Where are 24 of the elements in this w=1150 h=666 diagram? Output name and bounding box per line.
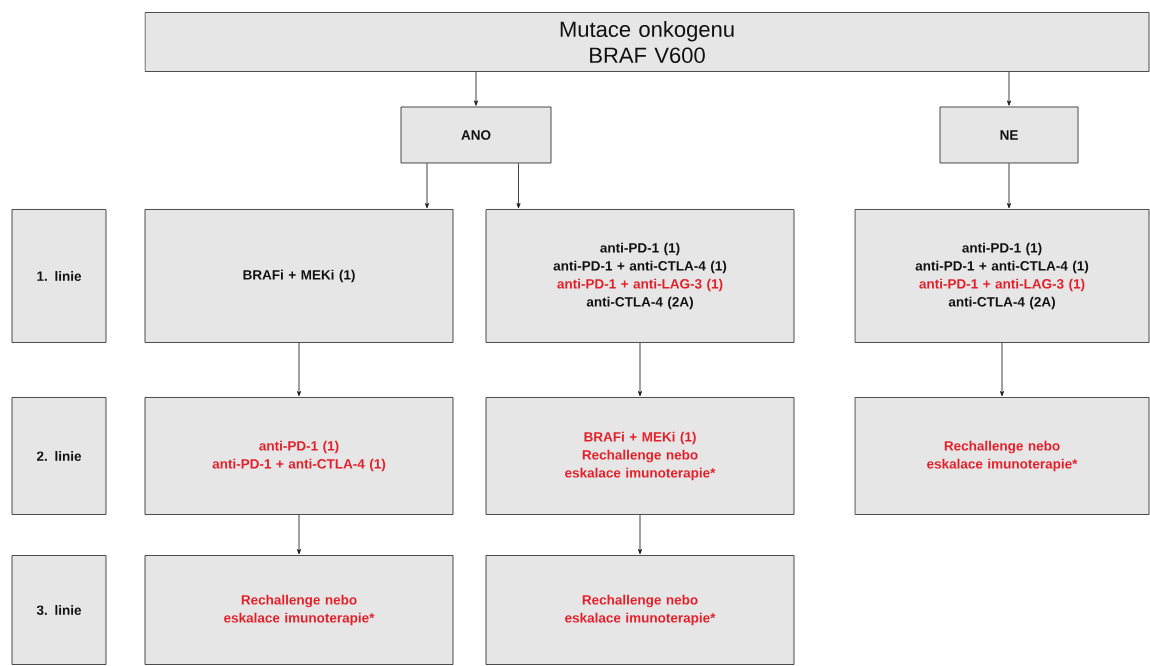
arrow: [297, 342, 301, 397]
line-label-box: 2. linie: [11, 397, 107, 515]
arrow: [1007, 71, 1012, 106]
title-box: Mutace onkogenu BRAF V600: [144, 12, 1150, 72]
arrow: [425, 163, 429, 209]
line-label-box: 1. linie: [11, 209, 107, 343]
treatment-box: BRAFi + MEKi (1): [144, 209, 454, 343]
arrow: [638, 514, 642, 555]
arrow: [474, 71, 478, 106]
treatment-box: Rechallenge nebo eskalace imunoterapie*: [485, 555, 795, 665]
decision-box: NE: [939, 106, 1079, 164]
treatment-box: anti-PD-1 (1) anti-PD-1 + anti-CTLA-4 (1) anti-PD-1 + anti-LAG-3 (1) anti-CTLA-4 (2A): [854, 209, 1150, 343]
treatment-box: Rechallenge nebo eskalace imunoterapie*: [854, 397, 1150, 515]
arrow: [516, 163, 521, 209]
treatment-box: anti-PD-1 (1) anti-PD-1 + anti-CTLA-4 (1) anti-PD-1 + anti-LAG-3 (1) anti-CTLA-4 (2A): [485, 209, 795, 343]
arrow: [1007, 163, 1012, 209]
treatment-box: anti-PD-1 (1) anti-PD-1 + anti-CTLA-4 (1): [144, 397, 454, 515]
arrow: [297, 514, 301, 555]
treatment-box: Rechallenge nebo eskalace imunoterapie*: [144, 555, 454, 665]
decision-box: ANO: [400, 106, 552, 164]
arrow: [1000, 342, 1005, 397]
line-label-box: 3. linie: [11, 555, 107, 665]
treatment-box: BRAFi + MEKi (1) Rechallenge nebo eskalace imunoterapie*: [485, 397, 795, 515]
arrow: [638, 342, 642, 397]
